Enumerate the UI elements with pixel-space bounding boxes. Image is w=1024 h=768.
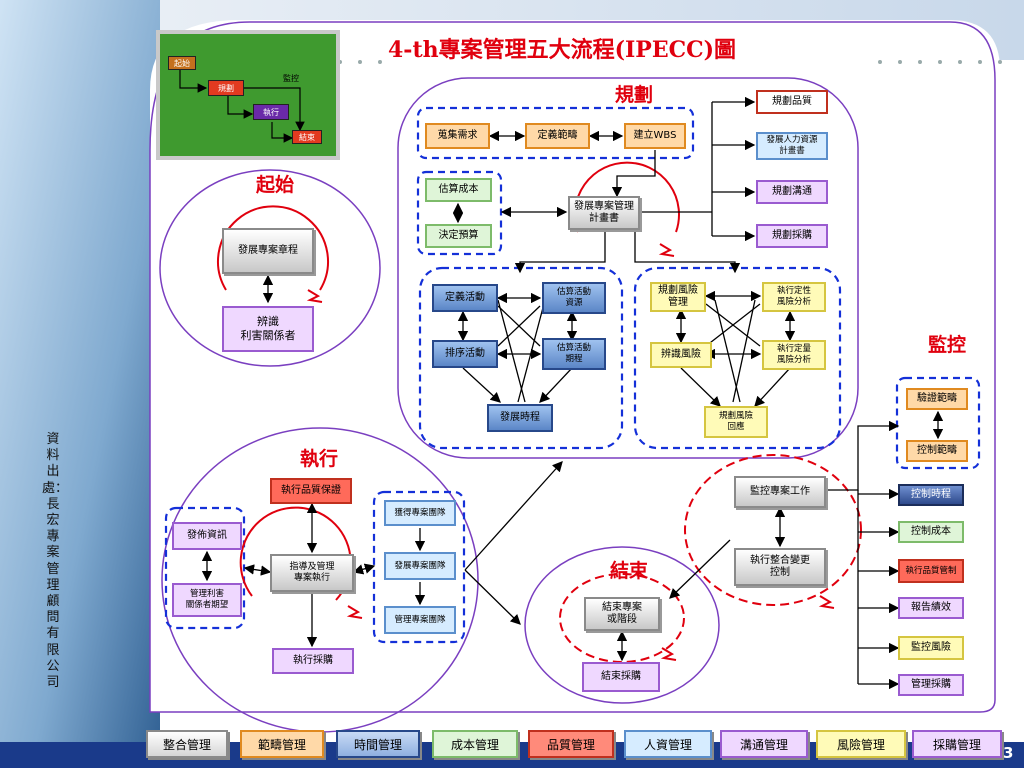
legend-close: 結束	[292, 130, 322, 144]
develop-pm-plan-node: 發展專案管理 計畫書	[568, 196, 640, 230]
collect-requirements-node: 蒐集需求	[425, 123, 490, 149]
identify-risks-node: 辨識風險	[650, 342, 712, 368]
identify-stakeholders-node: 辨識 利害關係者	[222, 306, 314, 352]
close-ellipse	[524, 546, 720, 704]
connector-arrows	[201, 96, 944, 690]
tab-hr[interactable]: 人資管理	[624, 730, 712, 758]
estimate-activity-durations-node: 估算活動 期程	[542, 338, 606, 370]
estimate-costs-node: 估算成本	[425, 178, 492, 202]
monitor-risks-node: 監控風險	[898, 636, 964, 660]
tab-scope[interactable]: 範疇管理	[240, 730, 324, 758]
acquire-team-node: 獲得專案團隊	[384, 500, 456, 526]
plan-communications-node: 規劃溝通	[756, 180, 828, 204]
source-attribution: 資料出處：長宏專案管理顧問有限公司	[42, 432, 69, 691]
qualitative-risk-node: 執行定性 風險分析	[762, 282, 826, 312]
initiate-ellipse	[159, 169, 381, 367]
determine-budget-node: 決定預算	[425, 224, 492, 248]
define-scope-node: 定義範疇	[525, 123, 590, 149]
legend-monitor: 監控	[283, 73, 299, 83]
perform-qa-node: 執行品質保證	[270, 478, 352, 504]
plan-quality-node: 規劃品質	[756, 90, 828, 114]
report-performance-node: 報告績效	[898, 597, 964, 619]
legend-start: 起始	[168, 56, 196, 70]
create-wbs-node: 建立WBS	[624, 123, 686, 149]
control-costs-node: 控制成本	[898, 521, 964, 543]
administer-procurements-node: 管理採購	[898, 674, 964, 696]
legend-plan: 規劃	[208, 80, 244, 96]
plan-procurements-node: 規劃採購	[756, 224, 828, 248]
tab-integration[interactable]: 整合管理	[146, 730, 228, 758]
tab-risk[interactable]: 風險管理	[816, 730, 906, 758]
legend-arrows	[179, 70, 305, 143]
integrated-change-control-node: 執行整合變更 控制	[734, 548, 826, 586]
phase-monitor-label: 監控	[928, 334, 967, 356]
perform-quality-control-node: 執行品質管制	[898, 559, 964, 583]
manage-team-node: 管理專案團隊	[384, 606, 456, 634]
manage-expectations-node: 管理利害 關係者期望	[172, 583, 242, 617]
close-procurements-node: 結束採購	[582, 662, 660, 692]
legend-execute: 執行	[253, 104, 289, 120]
define-activities-node: 定義活動	[432, 284, 498, 312]
phase-plan-label: 規劃	[615, 84, 654, 106]
page-number: 3	[1003, 744, 1014, 762]
plan-risk-node: 規劃風險 管理	[650, 282, 706, 312]
red-dashed-loops	[559, 454, 862, 663]
direct-manage-node: 指導及管理 專案執行	[270, 554, 354, 592]
plan-region	[397, 77, 859, 459]
close-project-node: 結束專案 或階段	[584, 597, 660, 631]
tab-quality[interactable]: 品質管理	[528, 730, 614, 758]
side-panel	[0, 0, 160, 768]
conduct-procurements-node: 執行採購	[272, 648, 354, 674]
verify-scope-node: 驗證範疇	[906, 388, 968, 410]
develop-schedule-node: 發展時程	[487, 404, 553, 432]
decorative-dots	[338, 60, 1002, 64]
develop-charter-node: 發展專案章程	[222, 228, 314, 274]
plan-risk-responses-node: 規劃風險 回應	[704, 406, 768, 438]
phase-close-label: 結束	[610, 560, 649, 582]
control-scope-node: 控制範疇	[906, 440, 968, 462]
phase-execute-label: 執行	[300, 448, 339, 470]
sequence-activities-node: 排序活動	[432, 340, 498, 368]
phase-initiate-label: 起始	[256, 174, 295, 196]
control-schedule-node: 控制時程	[898, 484, 964, 506]
page-title: 4-th專案管理五大流程(IPECC)圖	[388, 37, 737, 63]
estimate-activity-resources-node: 估算活動 資源	[542, 282, 606, 314]
develop-hr-plan-node: 發展人力資源 計畫書	[756, 132, 828, 160]
develop-team-node: 發展專案團隊	[384, 552, 456, 580]
tab-cost[interactable]: 成本管理	[432, 730, 518, 758]
tab-communications[interactable]: 溝通管理	[720, 730, 808, 758]
quantitative-risk-node: 執行定量 風險分析	[762, 340, 826, 370]
tab-time[interactable]: 時間管理	[336, 730, 420, 758]
tab-procurement[interactable]: 採購管理	[912, 730, 1002, 758]
distribute-information-node: 發佈資訊	[172, 522, 242, 550]
monitor-control-work-node: 監控專案工作	[734, 476, 826, 508]
